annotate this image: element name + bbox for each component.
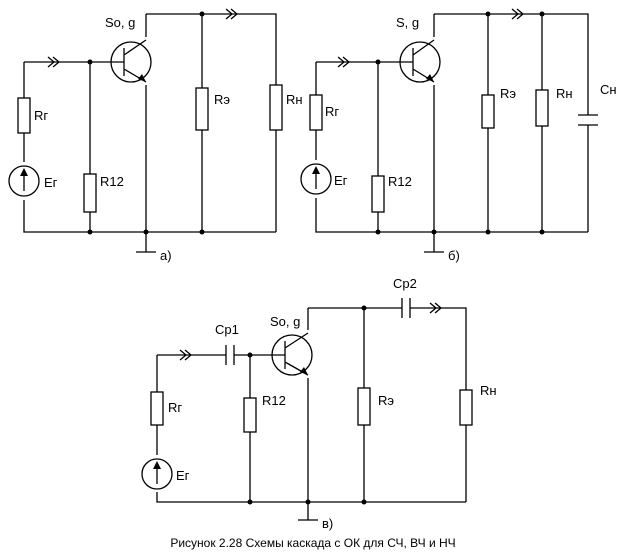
circuit-b-ground [424,232,444,253]
circuit-c-cp1-label: Cp1 [215,322,239,337]
circuit-c-r12-label: R12 [262,393,286,408]
circuit-a-rg-resistor [17,97,31,134]
circuit-c-cp2-capacitor [401,298,411,318]
circuit-b-tag: б) [448,248,460,263]
circuit-b-junctions [375,11,545,235]
circuit-a-ground [136,232,156,253]
circuit-b-transistor-label: S, g [396,15,419,30]
circuit-c-eg-label: Eг [176,468,190,483]
circuit-b-cn-capacitor [578,114,598,126]
circuit-c-left-wire [156,355,466,503]
circuit-b-re-resistor [481,94,495,129]
circuit-b-source [300,163,332,195]
circuit-c-rn-resistor [459,389,473,426]
circuit-b-rn-resistor [535,89,549,127]
figure-caption: Рисунок 2.28 Схемы каскада с ОК для СЧ, … [170,536,455,550]
circuit-b-input-arrow [337,56,351,68]
circuit-c-input-arrow [179,349,193,361]
circuit-a-source [8,165,40,197]
circuit-b: S, g Rг Eг R12 Rэ Rн Cн б) [300,8,617,263]
circuit-c-ground [298,502,318,521]
circuit-c-source [141,458,173,490]
circuit-c-cp2-label: Cp2 [393,276,417,291]
circuit-a-re-label: Rэ [214,92,230,107]
circuit-c-re-resistor [357,387,371,426]
circuit-a-junctions [87,11,205,235]
circuit-c-tag: в) [322,516,333,531]
circuit-a-top-wire [146,13,277,232]
circuit-b-top-wire [434,13,589,232]
circuit-a-transistor-label: So, g [105,15,135,30]
circuit-c-cp1-capacitor [225,345,235,365]
circuit-c-transistor-label: So, g [270,314,300,329]
circuit-c-rg-label: Rг [168,400,182,415]
circuit-c-rg-resistor [150,391,164,426]
circuit-c-junctions [247,305,367,505]
circuit-c-top-wire [308,307,467,502]
circuit-a-re-resistor [195,87,209,131]
circuit-a-rn-resistor [269,84,283,131]
circuit-c-output-arrow [429,302,443,314]
circuit-b-re-label: Rэ [500,86,516,101]
circuit-b-r12-label: R12 [388,174,412,189]
circuit-b-cn-label: Cн [600,82,617,97]
circuit-c-r12-resistor [243,397,257,433]
circuit-b-transistor [399,39,441,83]
circuit-a: So, g Rг Eг R12 Rэ Rн а) [8,8,303,263]
circuit-a-rg-label: Rг [34,108,48,123]
circuit-b-left-wire [315,62,588,233]
circuit-a-input-arrow [47,56,61,68]
circuit-c-transistor [271,332,313,376]
circuit-b-output-arrow [511,8,525,20]
circuit-b-rn-label: Rн [556,86,573,101]
circuit-a-transistor [110,39,152,83]
circuit-c: Cp1 Cp2 So, g Rг Eг R12 Rэ Rн в) [141,276,497,531]
circuit-a-output-arrow [225,8,239,20]
circuit-c-rn-label: Rн [480,383,497,398]
circuit-c-re-label: Rэ [378,393,394,408]
circuit-a-r12-label: R12 [100,174,124,189]
circuit-b-rg-label: Rг [325,104,339,119]
circuit-b-rg-resistor [309,94,323,131]
circuit-b-eg-label: Eг [334,173,348,188]
circuit-a-left-wire [23,62,276,233]
circuit-a-eg-label: Eг [44,175,58,190]
circuit-a-tag: а) [160,248,172,263]
circuit-a-rn-label: Rн [286,92,303,107]
circuit-a-r12-resistor [83,173,97,213]
circuit-b-r12-resistor [371,175,385,213]
